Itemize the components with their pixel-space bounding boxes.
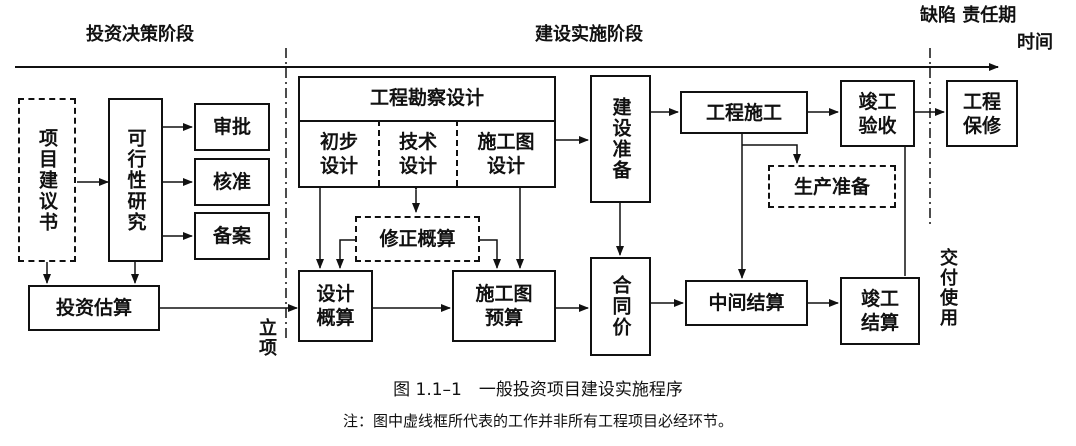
completion-settlement-box: 竣工 结算 (840, 277, 920, 345)
phase-decision-label: 投资决策阶段 (86, 24, 194, 45)
contract-price-box: 合同价 (590, 257, 651, 356)
arrow-revised-drawing-budget (480, 239, 501, 269)
design-divider-1 (378, 120, 380, 186)
verify-box: 核准 (194, 158, 270, 206)
approve-box: 审批 (194, 103, 270, 151)
design-divider-2 (456, 120, 458, 186)
survey-design-title: 工程勘察设计 (369, 87, 484, 109)
phase-implementation-label: 建设实施阶段 (535, 24, 643, 45)
technical-design-cell: 技术 设计 (398, 131, 437, 177)
figure-note: 注：图中虚线框所代表的工作并非所有工程项目必经环节。 (342, 412, 733, 430)
construction-prep-box: 建设准备 (590, 75, 651, 203)
preliminary-design-cell: 初步 设计 (319, 131, 358, 177)
survey-design-box: 工程勘察设计 初步 设计 技术 设计 施工图 设计 (298, 76, 556, 188)
phase-defect-period-label: 缺陷 责任期 (920, 5, 1017, 26)
arrow-revised-design-budget (336, 239, 355, 269)
arrow-construction-production-prep (742, 144, 801, 164)
delivery-label: 交付使用 (937, 248, 958, 328)
feasibility-study-box: 可行性研究 (108, 98, 163, 262)
warranty-box: 工程 保修 (946, 80, 1018, 147)
drawing-budget-box: 施工图 预算 (452, 270, 556, 342)
figure-caption: 图 1.1–1 一般投资项目建设实施程序 (393, 380, 683, 400)
project-proposal-box: 项目建议书 (18, 98, 76, 262)
production-prep-box: 生产准备 (768, 165, 896, 208)
time-axis-label: 时间 (1017, 32, 1053, 53)
construction-box: 工程施工 (680, 91, 808, 134)
design-budget-box: 设计 概算 (298, 270, 373, 342)
project-approval-label: 立项 (256, 318, 277, 358)
construction-drawing-design-cell: 施工图 设计 (477, 131, 535, 177)
survey-design-divider (300, 120, 554, 122)
investment-estimate-box: 投资估算 (28, 285, 160, 331)
record-box: 备案 (194, 212, 270, 260)
revised-budget-box: 修正概算 (355, 216, 480, 262)
interim-settlement-box: 中间结算 (685, 280, 808, 326)
completion-acceptance-box: 竣工 验收 (840, 80, 915, 147)
